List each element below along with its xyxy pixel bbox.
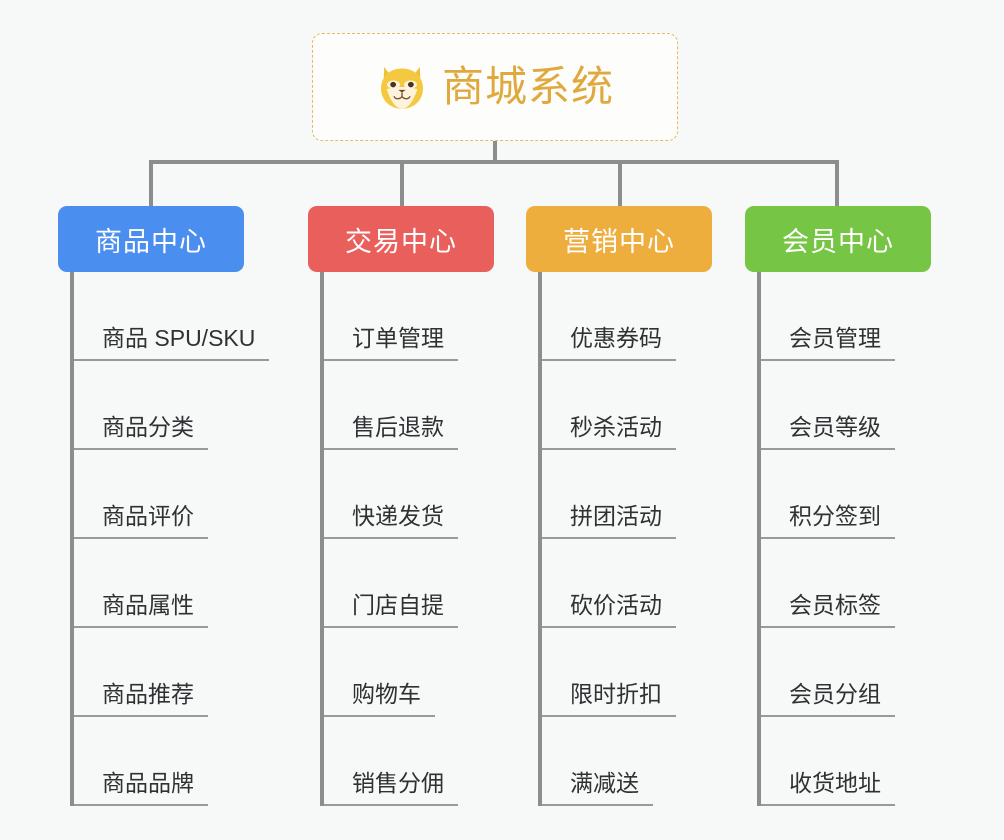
list-item[interactable]: 会员管理 — [761, 272, 931, 361]
leaf-label: 会员管理 — [761, 319, 895, 361]
branch-items-3: 优惠券码 秒杀活动 拼团活动 砍价活动 限时折扣 满减送 — [538, 272, 712, 806]
leaf-label: 门店自提 — [324, 586, 458, 628]
list-item[interactable]: 商品 SPU/SKU — [74, 272, 270, 361]
leaf-label: 会员等级 — [761, 408, 895, 450]
list-item[interactable]: 砍价活动 — [542, 539, 712, 628]
list-item[interactable]: 满减送 — [542, 717, 712, 806]
list-item[interactable]: 售后退款 — [324, 361, 494, 450]
branch-header-label-3: 营销中心 — [563, 226, 675, 257]
branch-header-label-4: 会员中心 — [782, 226, 894, 257]
branch-header-2[interactable]: 交易中心 — [308, 206, 494, 272]
leaf-label: 拼团活动 — [542, 497, 676, 539]
branch-column-4: 会员中心 会员管理 会员等级 积分签到 会员标签 会员分组 收货地址 — [745, 206, 931, 806]
leaf-label: 商品 SPU/SKU — [74, 319, 270, 361]
branch-connector-drop-3 — [618, 162, 622, 208]
branch-items-4: 会员管理 会员等级 积分签到 会员标签 会员分组 收货地址 — [757, 272, 931, 806]
leaf-label: 购物车 — [324, 675, 435, 717]
list-item[interactable]: 会员分组 — [761, 628, 931, 717]
list-item[interactable]: 商品品牌 — [74, 717, 244, 806]
leaf-label: 秒杀活动 — [542, 408, 676, 450]
leaf-label: 订单管理 — [324, 319, 458, 361]
branch-items-2: 订单管理 售后退款 快递发货 门店自提 购物车 销售分佣 — [320, 272, 494, 806]
branch-items-1: 商品 SPU/SKU 商品分类 商品评价 商品属性 商品推荐 商品品牌 — [70, 272, 270, 806]
root-title: 商城系统 — [441, 63, 614, 110]
root-node[interactable]: 商城系统 — [312, 33, 678, 141]
list-item[interactable]: 商品评价 — [74, 450, 244, 539]
leaf-label: 满减送 — [542, 764, 653, 806]
branch-header-label-2: 交易中心 — [345, 226, 457, 257]
leaf-label: 优惠券码 — [542, 319, 676, 361]
list-item[interactable]: 秒杀活动 — [542, 361, 712, 450]
leaf-label: 销售分佣 — [324, 764, 458, 806]
list-item[interactable]: 快递发货 — [324, 450, 494, 539]
branch-connector-drop-2 — [400, 162, 404, 208]
leaf-label: 积分签到 — [761, 497, 895, 539]
list-item[interactable]: 商品推荐 — [74, 628, 244, 717]
branch-header-1[interactable]: 商品中心 — [58, 206, 244, 272]
branch-column-1: 商品中心 商品 SPU/SKU 商品分类 商品评价 商品属性 商品推荐 商品品牌 — [58, 206, 270, 806]
root-connector-stem — [493, 141, 497, 162]
list-item[interactable]: 商品属性 — [74, 539, 244, 628]
list-item[interactable]: 门店自提 — [324, 539, 494, 628]
list-item[interactable]: 会员等级 — [761, 361, 931, 450]
leaf-label: 会员标签 — [761, 586, 895, 628]
branch-column-2: 交易中心 订单管理 售后退款 快递发货 门店自提 购物车 销售分佣 — [308, 206, 494, 806]
list-item[interactable]: 购物车 — [324, 628, 494, 717]
list-item[interactable]: 优惠券码 — [542, 272, 712, 361]
list-item[interactable]: 商品分类 — [74, 361, 244, 450]
leaf-label: 商品评价 — [74, 497, 208, 539]
leaf-label: 商品品牌 — [74, 764, 208, 806]
leaf-label: 商品分类 — [74, 408, 208, 450]
leaf-label: 砍价活动 — [542, 586, 676, 628]
branch-header-3[interactable]: 营销中心 — [526, 206, 712, 272]
list-item[interactable]: 销售分佣 — [324, 717, 494, 806]
leaf-label: 快递发货 — [324, 497, 458, 539]
branch-header-label-1: 商品中心 — [95, 226, 207, 257]
branch-column-3: 营销中心 优惠券码 秒杀活动 拼团活动 砍价活动 限时折扣 满减送 — [526, 206, 712, 806]
list-item[interactable]: 会员标签 — [761, 539, 931, 628]
leaf-label: 收货地址 — [761, 764, 895, 806]
leaf-label: 售后退款 — [324, 408, 458, 450]
list-item[interactable]: 积分签到 — [761, 450, 931, 539]
leaf-label: 会员分组 — [761, 675, 895, 717]
branch-connector-drop-4 — [835, 162, 839, 208]
branch-connector-drop-1 — [149, 162, 153, 208]
list-item[interactable]: 订单管理 — [324, 272, 494, 361]
branch-header-4[interactable]: 会员中心 — [745, 206, 931, 272]
branch-connector-bus — [149, 160, 839, 164]
shiba-dog-face-icon — [381, 66, 423, 109]
leaf-label: 限时折扣 — [542, 675, 676, 717]
leaf-label: 商品属性 — [74, 586, 208, 628]
list-item[interactable]: 限时折扣 — [542, 628, 712, 717]
list-item[interactable]: 拼团活动 — [542, 450, 712, 539]
list-item[interactable]: 收货地址 — [761, 717, 931, 806]
leaf-label: 商品推荐 — [74, 675, 208, 717]
